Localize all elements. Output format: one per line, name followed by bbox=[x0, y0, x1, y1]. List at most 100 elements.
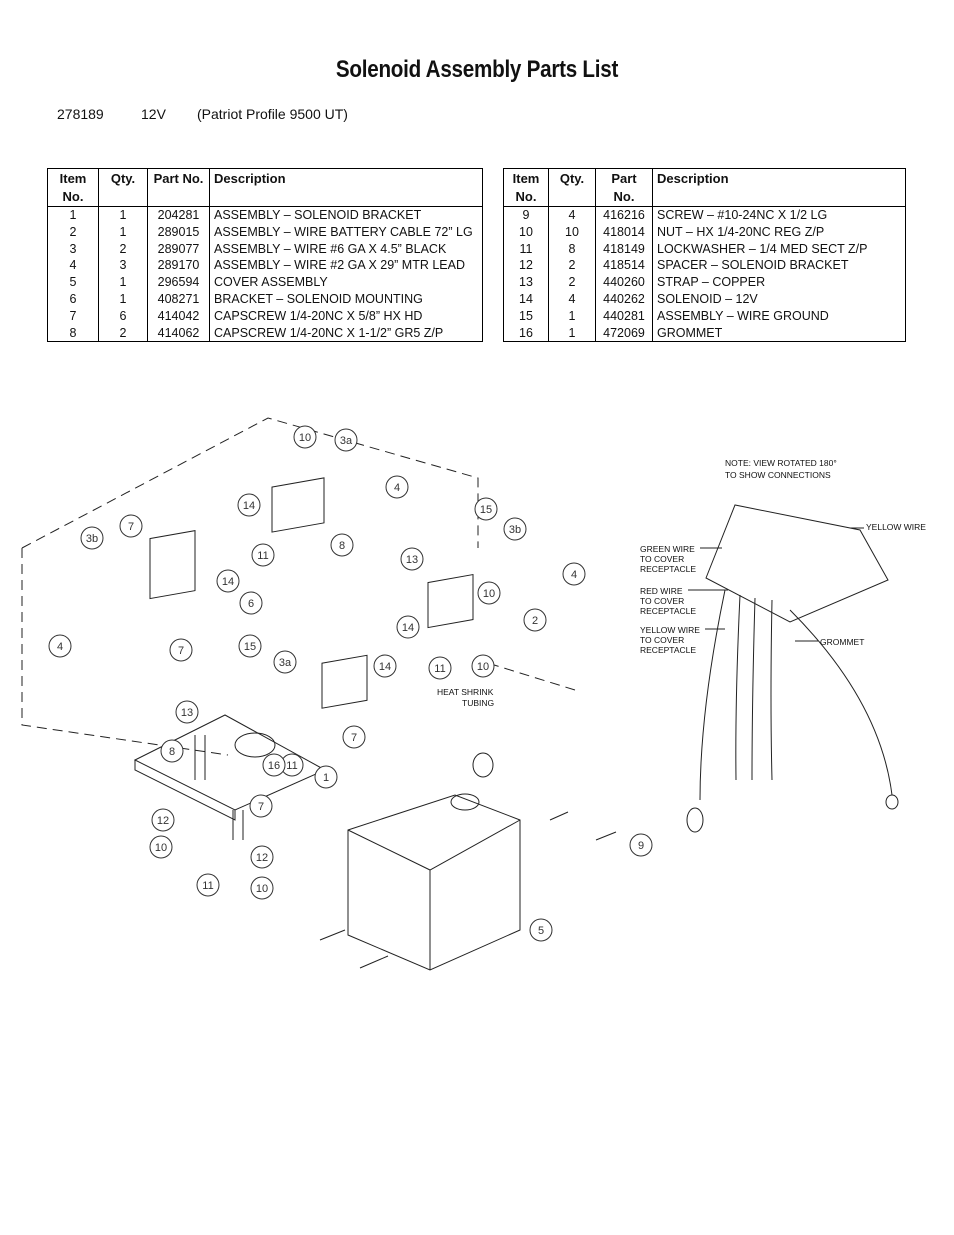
cell-item-no: 8 bbox=[47, 324, 99, 342]
callout-bubble bbox=[477, 581, 501, 605]
callout-number: 6 bbox=[248, 598, 254, 610]
callout-number: 11 bbox=[202, 880, 213, 892]
cell-qty: 1 bbox=[98, 274, 148, 291]
callout-number: 3a bbox=[340, 435, 353, 447]
label-green-3: RECEPTACLE bbox=[640, 564, 696, 574]
callout-number: 7 bbox=[128, 521, 134, 533]
callout-number: 9 bbox=[638, 840, 644, 852]
header-item: Item No. bbox=[503, 168, 549, 207]
callout-bubble bbox=[428, 656, 452, 680]
cell-description: STRAP – COPPER bbox=[652, 274, 906, 291]
solenoid-icon bbox=[149, 477, 474, 709]
cell-item-no: 10 bbox=[503, 223, 549, 241]
cell-part-no: 418014 bbox=[595, 223, 653, 241]
cell-description: COVER ASSEMBLY bbox=[209, 274, 483, 291]
cell-qty: 2 bbox=[548, 274, 596, 291]
note-line-1: NOTE: VIEW ROTATED 180° bbox=[725, 458, 837, 468]
cell-item-no: 15 bbox=[503, 307, 549, 325]
header-description: Description bbox=[652, 168, 906, 207]
callout-number: 3a bbox=[279, 657, 292, 669]
callout-bubble bbox=[471, 654, 495, 678]
callout-number: 15 bbox=[244, 641, 256, 653]
callout-number: 10 bbox=[299, 432, 311, 444]
callout-bubble bbox=[529, 918, 553, 942]
cover-box bbox=[347, 794, 521, 971]
cell-description: ASSEMBLY – WIRE #2 GA X 29” MTR LEAD bbox=[209, 257, 483, 275]
cell-item-no: 16 bbox=[503, 324, 549, 342]
callout-bubble bbox=[151, 808, 175, 832]
note-line-2: TO SHOW CONNECTIONS bbox=[725, 470, 831, 480]
label-tubing: TUBING bbox=[462, 698, 494, 708]
callout-bubble bbox=[523, 608, 547, 632]
callout-number: 2 bbox=[532, 615, 538, 627]
label-red-1: RED WIRE bbox=[640, 586, 683, 596]
cell-item-no: 4 bbox=[47, 257, 99, 275]
callout-bubble bbox=[216, 569, 240, 593]
cell-qty: 4 bbox=[548, 206, 596, 224]
cell-description: SCREW – #10-24NC X 1/2 LG bbox=[652, 206, 906, 224]
callout-bubble bbox=[396, 615, 420, 639]
callout-number: 11 bbox=[286, 760, 297, 772]
label-yellow-2: TO COVER bbox=[640, 635, 684, 645]
cell-qty: 1 bbox=[98, 290, 148, 308]
grommet-hole bbox=[234, 732, 276, 758]
callout-bubble bbox=[251, 543, 275, 567]
cell-item-no: 13 bbox=[503, 274, 549, 291]
callout-number: 4 bbox=[571, 569, 577, 581]
callout-number: 5 bbox=[538, 925, 544, 937]
callout-bubble bbox=[400, 547, 424, 571]
callout-number: 1 bbox=[323, 772, 329, 784]
label-red-2: TO COVER bbox=[640, 596, 684, 606]
model-name: (Patriot Profile 9500 UT) bbox=[197, 106, 348, 122]
cell-description: CAPSCREW 1/4-20NC X 1-1/2” GR5 Z/P bbox=[209, 324, 483, 342]
fastener-icon bbox=[194, 735, 617, 969]
label-yellow-wire: YELLOW WIRE bbox=[866, 522, 926, 532]
callout-bubble bbox=[273, 650, 297, 674]
cell-description: SOLENOID – 12V bbox=[652, 290, 906, 308]
callout-bubble bbox=[239, 591, 263, 615]
cell-qty: 1 bbox=[548, 324, 596, 342]
cell-part-no: 418149 bbox=[595, 240, 653, 258]
callout-bubble bbox=[250, 845, 274, 869]
callout-bubble bbox=[629, 833, 653, 857]
cell-qty: 2 bbox=[548, 257, 596, 275]
callout-bubble bbox=[196, 873, 220, 897]
cell-description: CAPSCREW 1/4-20NC X 5/8” HX HD bbox=[209, 307, 483, 325]
callout-number: 8 bbox=[169, 746, 175, 758]
header-qty: Qty. bbox=[548, 168, 596, 207]
label-red-3: RECEPTACLE bbox=[640, 606, 696, 616]
callout-bubble bbox=[149, 835, 173, 859]
callout-bubble bbox=[562, 562, 586, 586]
cell-part-no: 289015 bbox=[147, 223, 210, 241]
cell-part-no: 414042 bbox=[147, 307, 210, 325]
callout-bubble bbox=[262, 753, 286, 777]
callout-number: 3b bbox=[86, 533, 98, 545]
cell-item-no: 3 bbox=[47, 240, 99, 258]
page-title: Solenoid Assembly Parts List bbox=[335, 56, 619, 83]
header-qty: Qty. bbox=[98, 168, 148, 207]
label-yellow-1: YELLOW WIRE bbox=[640, 625, 700, 635]
exploded-diagram: HEAT SHRINK TUBING NOTE: VIEW ROTATED 18… bbox=[21, 417, 926, 971]
callout-number: 11 bbox=[434, 663, 445, 675]
callout-number: 14 bbox=[402, 622, 414, 634]
callout-bubble bbox=[314, 765, 338, 789]
cell-part-no: 204281 bbox=[147, 206, 210, 224]
callout-bubble bbox=[342, 725, 366, 749]
callout-number: 4 bbox=[394, 482, 400, 494]
cell-part-no: 414062 bbox=[147, 324, 210, 342]
receptacle-icon bbox=[472, 752, 494, 778]
callout-number: 8 bbox=[339, 540, 345, 552]
callout-bubble bbox=[293, 425, 317, 449]
callout-number: 12 bbox=[157, 815, 169, 827]
